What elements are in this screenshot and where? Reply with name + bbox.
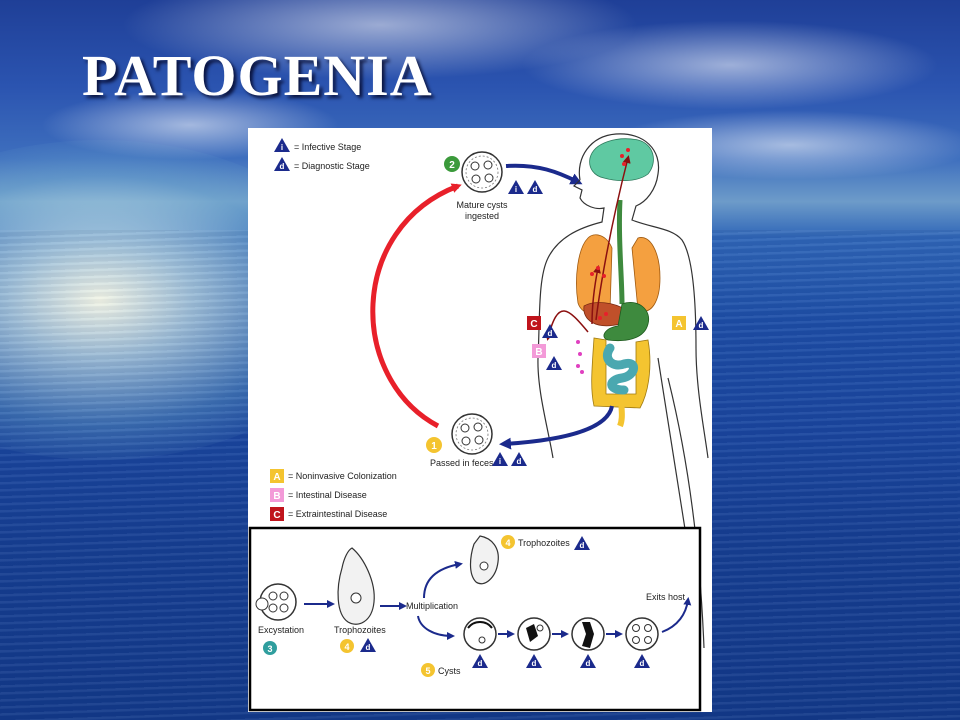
svg-text:d: d <box>548 329 553 338</box>
svg-text:C: C <box>530 319 537 330</box>
mature-cyst-icon <box>625 617 659 651</box>
step-2-badge <box>444 156 460 172</box>
slide-title: PATOGENIA <box>82 43 433 108</box>
human-body-outline <box>537 133 709 649</box>
excystation-label: Excystation <box>258 625 304 635</box>
legend-A: A = Noninvasive Colonization <box>270 469 397 483</box>
marker-B-box <box>532 344 546 358</box>
marker-B: B d <box>532 344 562 370</box>
step-2-label-line2: ingested <box>465 211 499 221</box>
step-1-badge <box>426 437 442 453</box>
multiplication-label: Multiplication <box>406 601 458 611</box>
svg-text:d: d <box>517 457 522 466</box>
svg-text:d: d <box>478 659 483 668</box>
trophozoite-stage: Trophozoites 4 d <box>334 547 386 653</box>
infective-mark: i <box>281 143 283 152</box>
svg-text:A: A <box>675 319 682 330</box>
life-cycle-figure: i = Infective Stage d = Diagnostic Stage… <box>248 128 712 712</box>
amoeba-dots <box>590 148 630 320</box>
infective-triangle-icon <box>508 180 524 194</box>
legend-B: B = Intestinal Disease <box>270 488 367 502</box>
brain-organ <box>589 138 654 182</box>
legend-C-label: = Extraintestinal Disease <box>288 509 387 519</box>
marker-C-box <box>527 316 541 330</box>
step-2-mature-cysts: 2 Mature cysts ingested i d <box>444 151 543 221</box>
diagnostic-triangle-icon <box>360 638 376 652</box>
diagnostic-mark: d <box>280 162 285 171</box>
diagnostic-triangle-icon <box>526 654 542 668</box>
svg-text:d: d <box>532 659 537 668</box>
trophozoite-icon <box>469 535 499 585</box>
diagnostic-triangle-icon <box>693 316 709 330</box>
step-3-badge <box>263 641 277 655</box>
svg-text:C: C <box>273 510 280 521</box>
diagnostic-triangle-icon <box>574 536 590 550</box>
trophozoites-top-label: Trophozoites <box>518 538 570 548</box>
step-2-label-line1: Mature cysts <box>456 200 508 210</box>
svg-text:i: i <box>515 185 517 194</box>
step-4-badge <box>340 639 354 653</box>
legend-diagnostic-label: = Diagnostic Stage <box>294 161 370 171</box>
legend-B-label: = Intestinal Disease <box>288 490 367 500</box>
legend-A-label: = Noninvasive Colonization <box>288 471 397 481</box>
svg-text:3: 3 <box>267 644 272 654</box>
trophozoite-icon <box>337 547 375 625</box>
small-intestine-organ <box>602 343 638 395</box>
cyst-icon <box>451 413 493 455</box>
esophagus-organ <box>616 199 625 305</box>
svg-text:d: d <box>533 185 538 194</box>
svg-text:d: d <box>580 541 585 550</box>
cyst-icon <box>463 617 497 651</box>
cyst-icon <box>461 151 503 193</box>
svg-text:4: 4 <box>344 642 349 652</box>
diagnostic-triangle-icon <box>546 356 562 370</box>
marker-A: A d <box>672 316 709 330</box>
svg-text:B: B <box>273 491 280 502</box>
step-5-badge <box>421 663 435 677</box>
svg-text:A: A <box>273 472 280 483</box>
svg-text:d: d <box>699 321 704 330</box>
life-cycle-diagram: i = Infective Stage d = Diagnostic Stage… <box>248 133 709 712</box>
svg-text:d: d <box>586 659 591 668</box>
cyst-maturation-sequence: d d d d <box>463 617 659 668</box>
diagnostic-triangle-icon <box>542 324 558 338</box>
diagnostic-triangle-icon <box>274 157 290 171</box>
trophozoites-label: Trophozoites <box>334 625 386 635</box>
left-lung-organ <box>631 237 661 312</box>
svg-text:i: i <box>499 457 501 466</box>
svg-text:1: 1 <box>431 441 437 452</box>
marker-A-box <box>672 316 686 330</box>
excretion-arrow <box>499 405 614 450</box>
step-4b-badge <box>501 535 515 549</box>
diagnostic-triangle-icon <box>472 654 488 668</box>
legend-C: C = Extraintestinal Disease <box>270 507 387 521</box>
svg-text:d: d <box>366 643 371 652</box>
svg-text:d: d <box>552 361 557 370</box>
legend-diagnostic: d = Diagnostic Stage <box>274 157 370 171</box>
step-1-label: Passed in feces <box>430 458 494 468</box>
excystation-stage: Excystation 3 <box>255 583 304 655</box>
marker-C: C d <box>527 316 558 338</box>
infective-triangle-icon <box>274 138 290 152</box>
ingestion-arrow <box>505 163 583 185</box>
step-1-passed-in-feces: 1 Passed in feces i d <box>426 413 527 468</box>
cysts-label: Cysts <box>438 666 461 676</box>
infective-triangle-icon <box>492 452 508 466</box>
svg-text:4: 4 <box>505 538 510 548</box>
svg-text:d: d <box>640 659 645 668</box>
svg-text:2: 2 <box>449 160 455 171</box>
legend-infective: i = Infective Stage <box>274 138 361 152</box>
trophozoites-top-stage: 4 Trophozoites d <box>469 535 590 585</box>
diagnostic-triangle-icon <box>580 654 596 668</box>
infection-cycle-arrow <box>370 183 462 429</box>
diagnostic-triangle-icon <box>511 452 527 466</box>
exits-host-label: Exits host <box>646 592 686 602</box>
legend-infective-label: = Infective Stage <box>294 142 361 152</box>
svg-text:5: 5 <box>425 666 430 676</box>
svg-text:B: B <box>535 347 542 358</box>
diagnostic-triangle-icon <box>527 180 543 194</box>
rectum-organ <box>617 395 625 428</box>
stomach-organ <box>603 302 650 341</box>
diagnostic-triangle-icon <box>634 654 650 668</box>
